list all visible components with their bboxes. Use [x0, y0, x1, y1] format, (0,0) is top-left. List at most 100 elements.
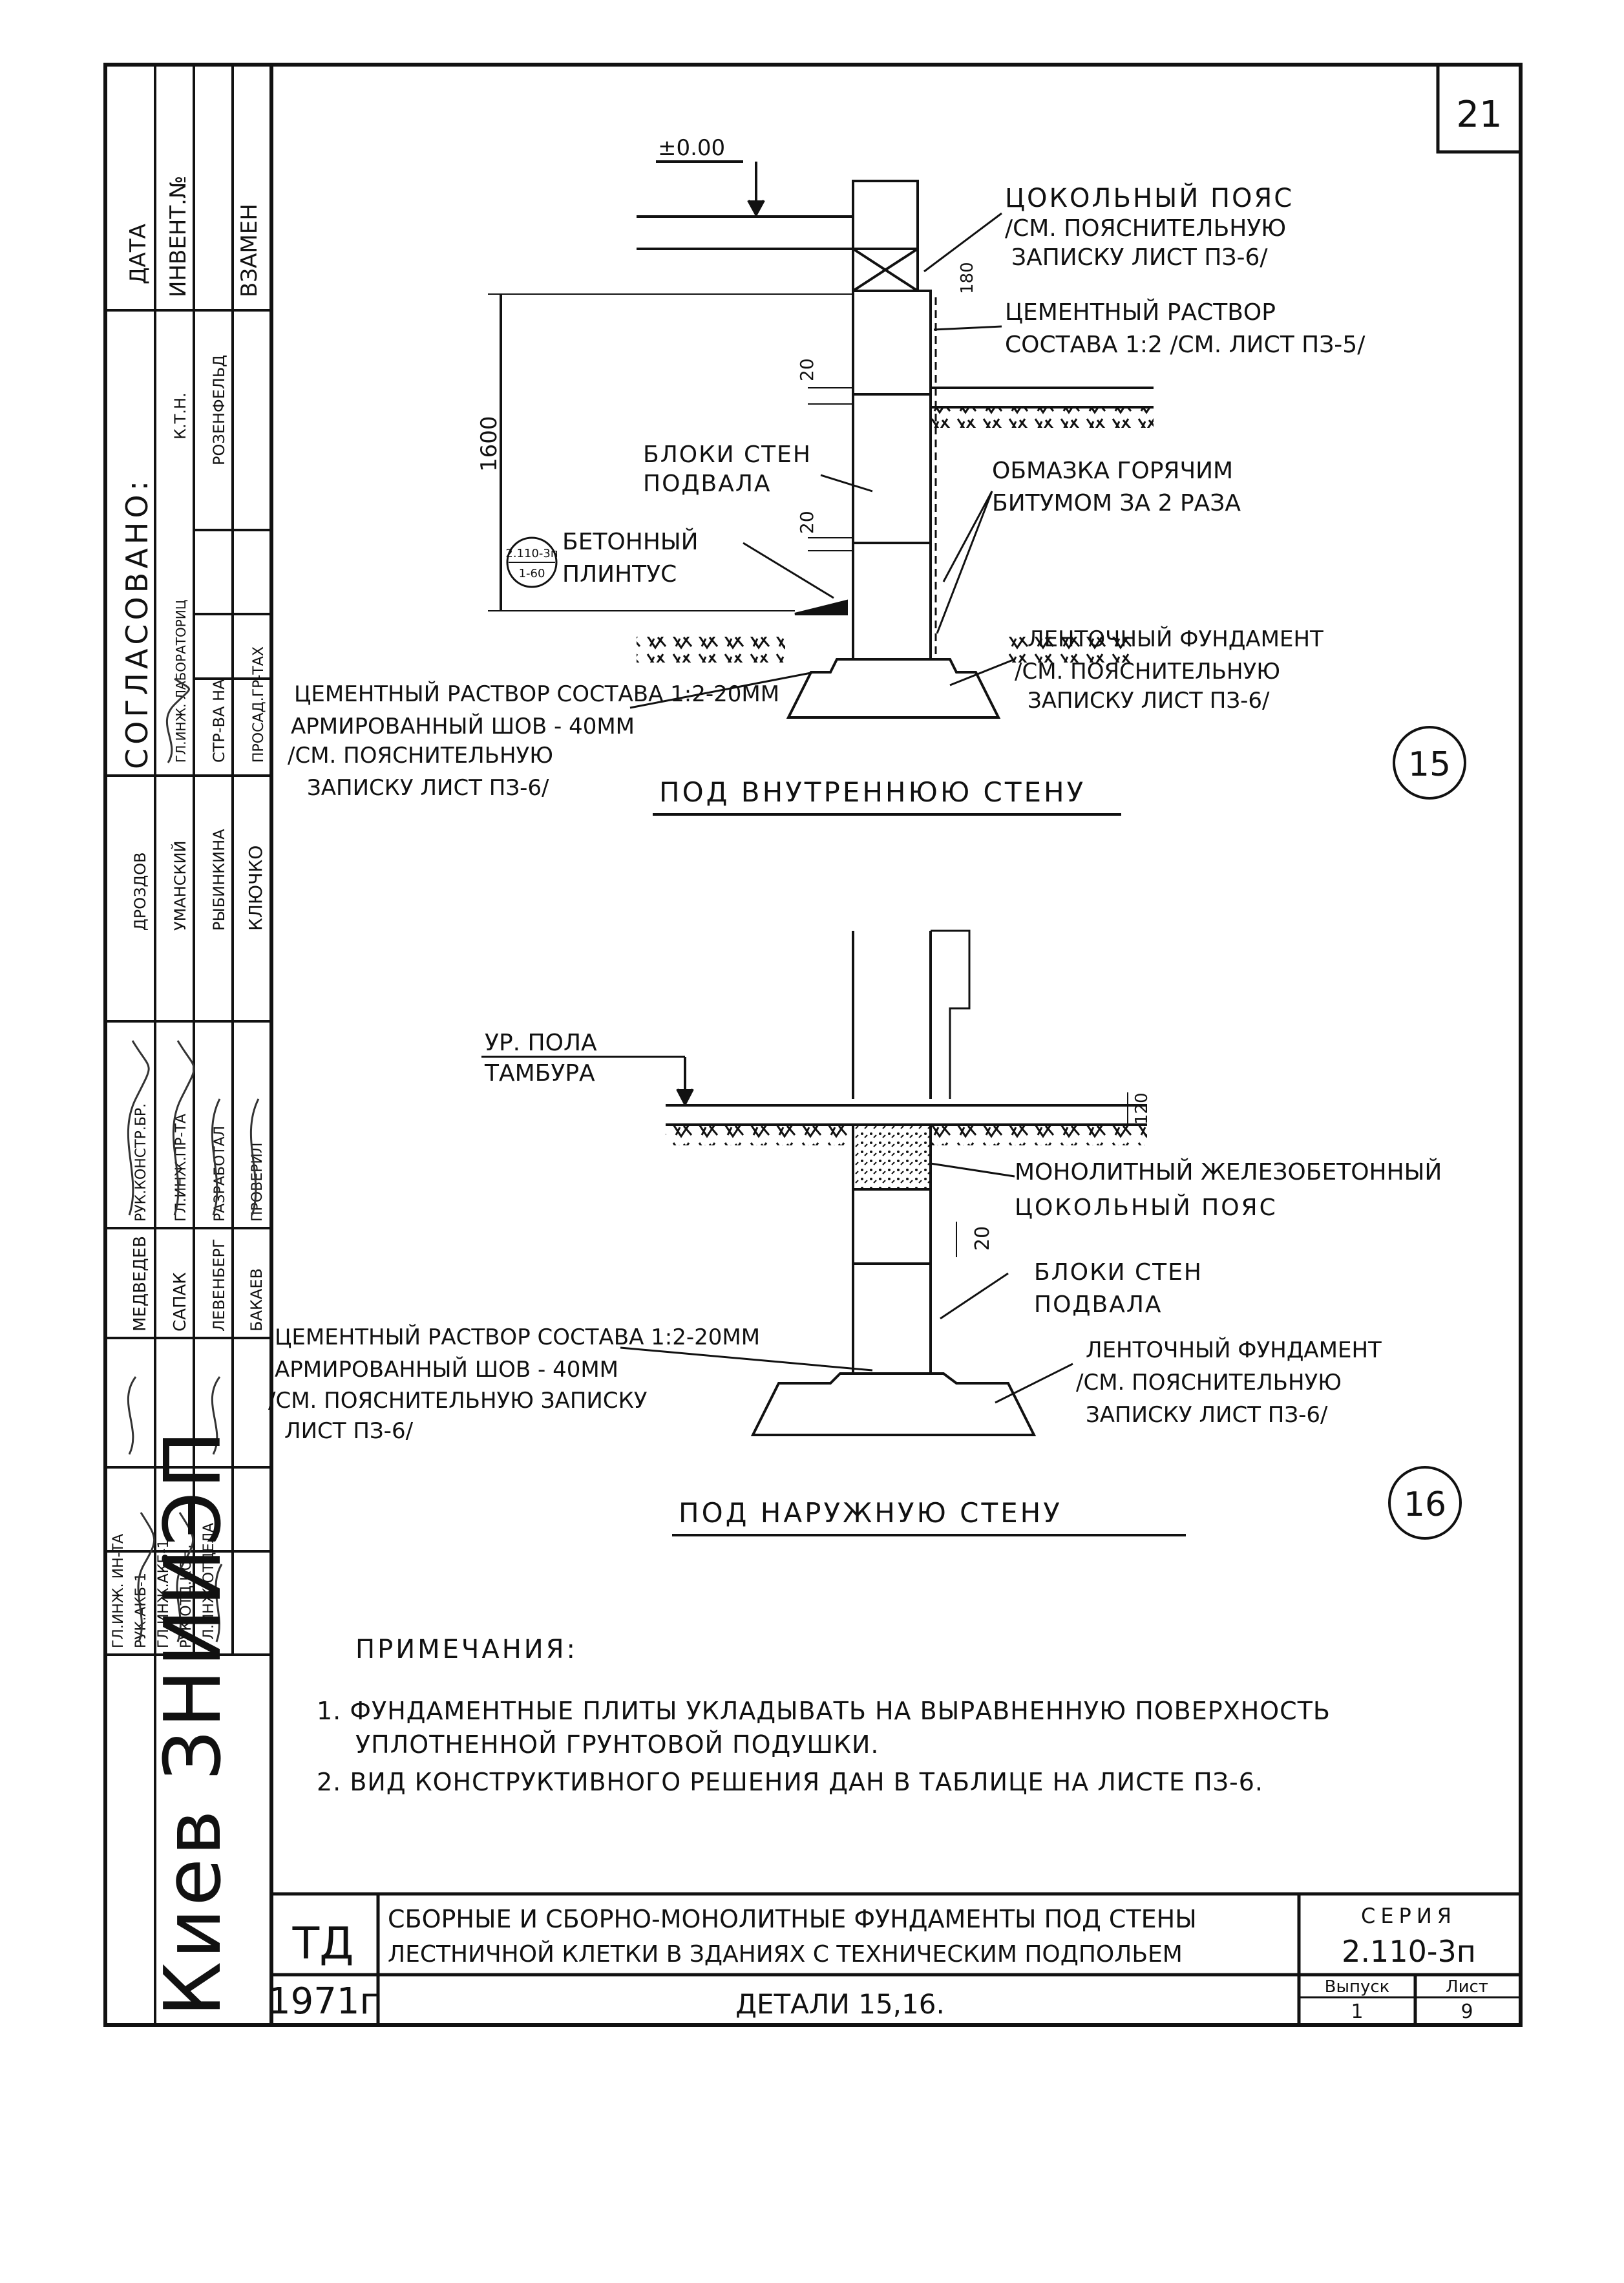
- d15-mortar-label-2: СОСТАВА 1:2 /СМ. ЛИСТ ПЗ-5/: [1005, 332, 1366, 358]
- d15-belt-label-1: ЦОКОЛЬНЫЙ ПОЯС: [1005, 182, 1294, 213]
- d15-joint-label-3: /СМ. ПОЯСНИТЕЛЬНУЮ: [288, 743, 553, 769]
- d15-mortar-label-1: ЦЕМЕНТНЫЙ РАСТВОР: [1005, 299, 1276, 326]
- title-block: [271, 1892, 1521, 2025]
- stamp-name-medvedev: МЕДВЕДЕВ: [131, 1236, 150, 1332]
- tb-issue-value: 1: [1351, 2001, 1363, 2023]
- d16-belt-label-2: ЦОКОЛЬНЫЙ ПОЯС: [1015, 1194, 1278, 1221]
- stamp-agreed-role-2: ГЛ.ИНЖ. ЛАБОРАТОРИЦ: [173, 600, 189, 763]
- d15-number-circle: [1393, 726, 1466, 800]
- d16-found-label-3: ЗАПИСКУ ЛИСТ ПЗ-6/: [1086, 1402, 1328, 1428]
- d15-section-ref-circle: 2.110-3п 1-60: [505, 536, 558, 588]
- notes-heading: ПРИМЕЧАНИЯ:: [355, 1635, 578, 1664]
- d16-floor-label-1: УР. ПОЛА: [485, 1030, 597, 1056]
- d15-dim-1600: 1600: [476, 416, 502, 472]
- tb-code: ТД: [292, 1918, 354, 1970]
- tb-sheet-label: Лист: [1446, 1977, 1488, 1997]
- d15-found-label-2: /СМ. ПОЯСНИТЕЛЬНУЮ: [1015, 659, 1280, 685]
- d16-found-label-2: /СМ. ПОЯСНИТЕЛЬНУЮ: [1076, 1370, 1342, 1396]
- d15-bitumen-label-1: ОБМАЗКА ГОРЯЧИМ: [992, 458, 1233, 484]
- d15-dim-180: 180: [958, 262, 977, 294]
- stamp-name-levenberg: ЛЕВЕНБЕРГ: [210, 1238, 228, 1332]
- signature-scribbles: [127, 677, 260, 1642]
- d16-dim-120: 120: [1132, 1092, 1152, 1125]
- detail-16-drawing: [620, 929, 1147, 1436]
- d16-number: 16: [1404, 1485, 1446, 1524]
- d16-floor-label-2: ТАМБУРА: [484, 1060, 595, 1087]
- d16-number-circle: [1388, 1466, 1462, 1540]
- d15-ref-top: 2.110-3п: [505, 547, 558, 560]
- sheet-number: 21: [1456, 94, 1502, 136]
- stamp-name-rybinkina: РЫБИНКИНА: [210, 829, 228, 931]
- detail-16-labels: УР. ПОЛА ТАМБУРА 120 20 МОНОЛИТНЫЙ ЖЕЛЕЗ…: [268, 1030, 1462, 1540]
- d15-joint-label-1: ЦЕМЕНТНЫЙ РАСТВОР СОСТАВА 1:2-20ММ: [294, 681, 779, 707]
- stamp-organization: Киев ЗНИИЭП: [149, 1428, 238, 2017]
- stamp-role-head-constr: РУК.КОНСТР.БР.: [133, 1103, 149, 1222]
- tb-sheet-value: 9: [1461, 2001, 1473, 2023]
- stamp-name-drozdov: ДРОЗДОВ: [131, 852, 149, 931]
- d16-dim-20: 20: [971, 1226, 994, 1251]
- d15-dim-20a: 20: [796, 358, 817, 381]
- tb-issue-label: Выпуск: [1325, 1977, 1390, 1997]
- d15-blocks-label-1: БЛОКИ СТЕН: [643, 441, 812, 468]
- stamp-role-chief-engineer-proj: ГЛ.ИНЖ.ПР-ТА: [173, 1114, 189, 1222]
- detail-15-drawing: [488, 160, 1154, 719]
- stamp-replace-header: ВЗАМЕН: [237, 204, 262, 297]
- d16-joint-label-1: ЦЕМЕНТНЫЙ РАСТВОР СОСТАВА 1:2-20ММ: [275, 1324, 760, 1350]
- sheet-number-box: 21: [1436, 63, 1523, 154]
- d15-belt-label-3: ЗАПИСКУ ЛИСТ ПЗ-6/: [1011, 244, 1268, 271]
- d16-blocks-label-1: БЛОКИ СТЕН: [1034, 1259, 1203, 1286]
- notes-line-1b: УПЛОТНЕННОЙ ГРУНТОВОЙ ПОДУШКИ.: [355, 1730, 879, 1759]
- d16-found-label-1: ЛЕНТОЧНЫЙ ФУНДАМЕНТ: [1086, 1337, 1382, 1363]
- notes-line-2: 2. ВИД КОНСТРУКТИВНОГО РЕШЕНИЯ ДАН В ТАБ…: [317, 1768, 1263, 1796]
- title-block-text: ТД 1971г СБОРНЫЕ И СБОРНО-МОНОЛИТНЫЕ ФУН…: [268, 1904, 1488, 2023]
- d15-level-mark: ±0.00: [658, 135, 725, 161]
- tb-title-line-2: ЛЕСТНИЧНОЙ КЛЕТКИ В ЗДАНИЯХ С ТЕХНИЧЕСКИ…: [388, 1940, 1183, 1968]
- d15-plinth-label-1: БЕТОННЫЙ: [562, 528, 699, 555]
- tb-subtitle: ДЕТАЛИ 15,16.: [735, 1988, 945, 2020]
- d16-joint-label-4: ЛИСТ ПЗ-6/: [284, 1418, 414, 1444]
- tb-year: 1971г: [268, 1980, 379, 2023]
- tb-series-label: СЕРИЯ: [1361, 1904, 1457, 1928]
- stamp-agreed-title: СОГЛАСОВАНО:: [120, 477, 154, 769]
- stamp-agreed-role-1: К.Т.Н.: [171, 392, 189, 440]
- side-stamp-text: ДАТА ИНВЕНТ.№ ВЗАМЕН СОГЛАСОВАНО: К.Т.Н.…: [111, 176, 267, 2017]
- stamp-role-chief-engineer-inst: ГЛ.ИНЖ. ИН-ТА: [111, 1534, 127, 1648]
- stamp-name-klyuchko: КЛЮЧКО: [245, 845, 266, 931]
- d16-joint-label-3: /СМ. ПОЯСНИТЕЛЬНУЮ ЗАПИСКУ: [268, 1388, 648, 1414]
- notes-line-1: 1. ФУНДАМЕНТНЫЕ ПЛИТЫ УКЛАДЫВАТЬ НА ВЫРА…: [317, 1697, 1331, 1725]
- stamp-name-umansky: УМАНСКИЙ: [171, 841, 189, 931]
- stamp-name-sapak: САПАК: [171, 1272, 190, 1332]
- d15-joint-label-2: АРМИРОВАННЫЙ ШОВ - 40ММ: [291, 713, 635, 739]
- d15-title: ПОД ВНУТРЕННЮЮ СТЕНУ: [659, 776, 1086, 808]
- detail-15-labels: ±0.00 1600 20 20 180 ЦОКОЛЬНЫЙ ПОЯС /СМ.…: [288, 135, 1466, 816]
- stamp-agreed-role-4: ПРОСАД.ГР-ТАХ: [251, 646, 267, 763]
- sheet-frame: [103, 63, 1523, 2027]
- tb-title-line-1: СБОРНЫЕ И СБОРНО-МОНОЛИТНЫЕ ФУНДАМЕНТЫ П…: [388, 1905, 1197, 1933]
- d15-blocks-label-2: ПОДВАЛА: [643, 471, 772, 497]
- stamp-role-developed: РАЗРАБОТАЛ: [212, 1126, 228, 1222]
- notes: ПРИМЕЧАНИЯ: 1. ФУНДАМЕНТНЫЕ ПЛИТЫ УКЛАДЫ…: [317, 1635, 1331, 1796]
- stamp-agreed-name-1: РОЗЕНФЕЛЬД: [210, 355, 228, 465]
- d15-bitumen-label-2: БИТУМОМ ЗА 2 РАЗА: [992, 490, 1241, 516]
- d15-found-label-3: ЗАПИСКУ ЛИСТ ПЗ-6/: [1028, 688, 1270, 714]
- d16-title: ПОД НАРУЖНУЮ СТЕНУ: [679, 1497, 1062, 1529]
- d15-ref-bottom: 1-60: [519, 567, 545, 580]
- d16-belt-label-1: МОНОЛИТНЫЙ ЖЕЛЕЗОБЕТОННЫЙ: [1015, 1158, 1442, 1185]
- stamp-name-bakaev: БАКАЕВ: [248, 1268, 266, 1332]
- d15-joint-label-4: ЗАПИСКУ ЛИСТ ПЗ-6/: [307, 775, 549, 801]
- d15-found-label-1: ЛЕНТОЧНЫЙ ФУНДАМЕНТ: [1028, 626, 1323, 652]
- stamp-role-chief-engineer-dept: ГЛ.ИНЖ.ОТДЕЛА: [201, 1523, 217, 1648]
- d15-dim-20b: 20: [796, 511, 817, 534]
- d15-number: 15: [1408, 745, 1451, 784]
- stamp-date-header: ДАТА: [125, 224, 151, 284]
- stamp-agreed-role-3: СТР-ВА НА: [210, 679, 228, 763]
- stamp-inventory-header: ИНВЕНТ.№: [165, 176, 191, 297]
- side-stamp: [105, 65, 271, 2025]
- d16-joint-label-2: АРМИРОВАННЫЙ ШОВ - 40ММ: [275, 1356, 618, 1383]
- tb-series-value: 2.110-3п: [1342, 1934, 1476, 1969]
- d15-belt-label-2: /СМ. ПОЯСНИТЕЛЬНУЮ: [1005, 215, 1286, 242]
- stamp-role-chief-engineer-akb: ГЛ.ИНЖ.АКБ-1: [156, 1540, 172, 1648]
- d15-plinth-label-2: ПЛИНТУС: [562, 561, 677, 588]
- d16-blocks-label-2: ПОДВАЛА: [1034, 1291, 1163, 1318]
